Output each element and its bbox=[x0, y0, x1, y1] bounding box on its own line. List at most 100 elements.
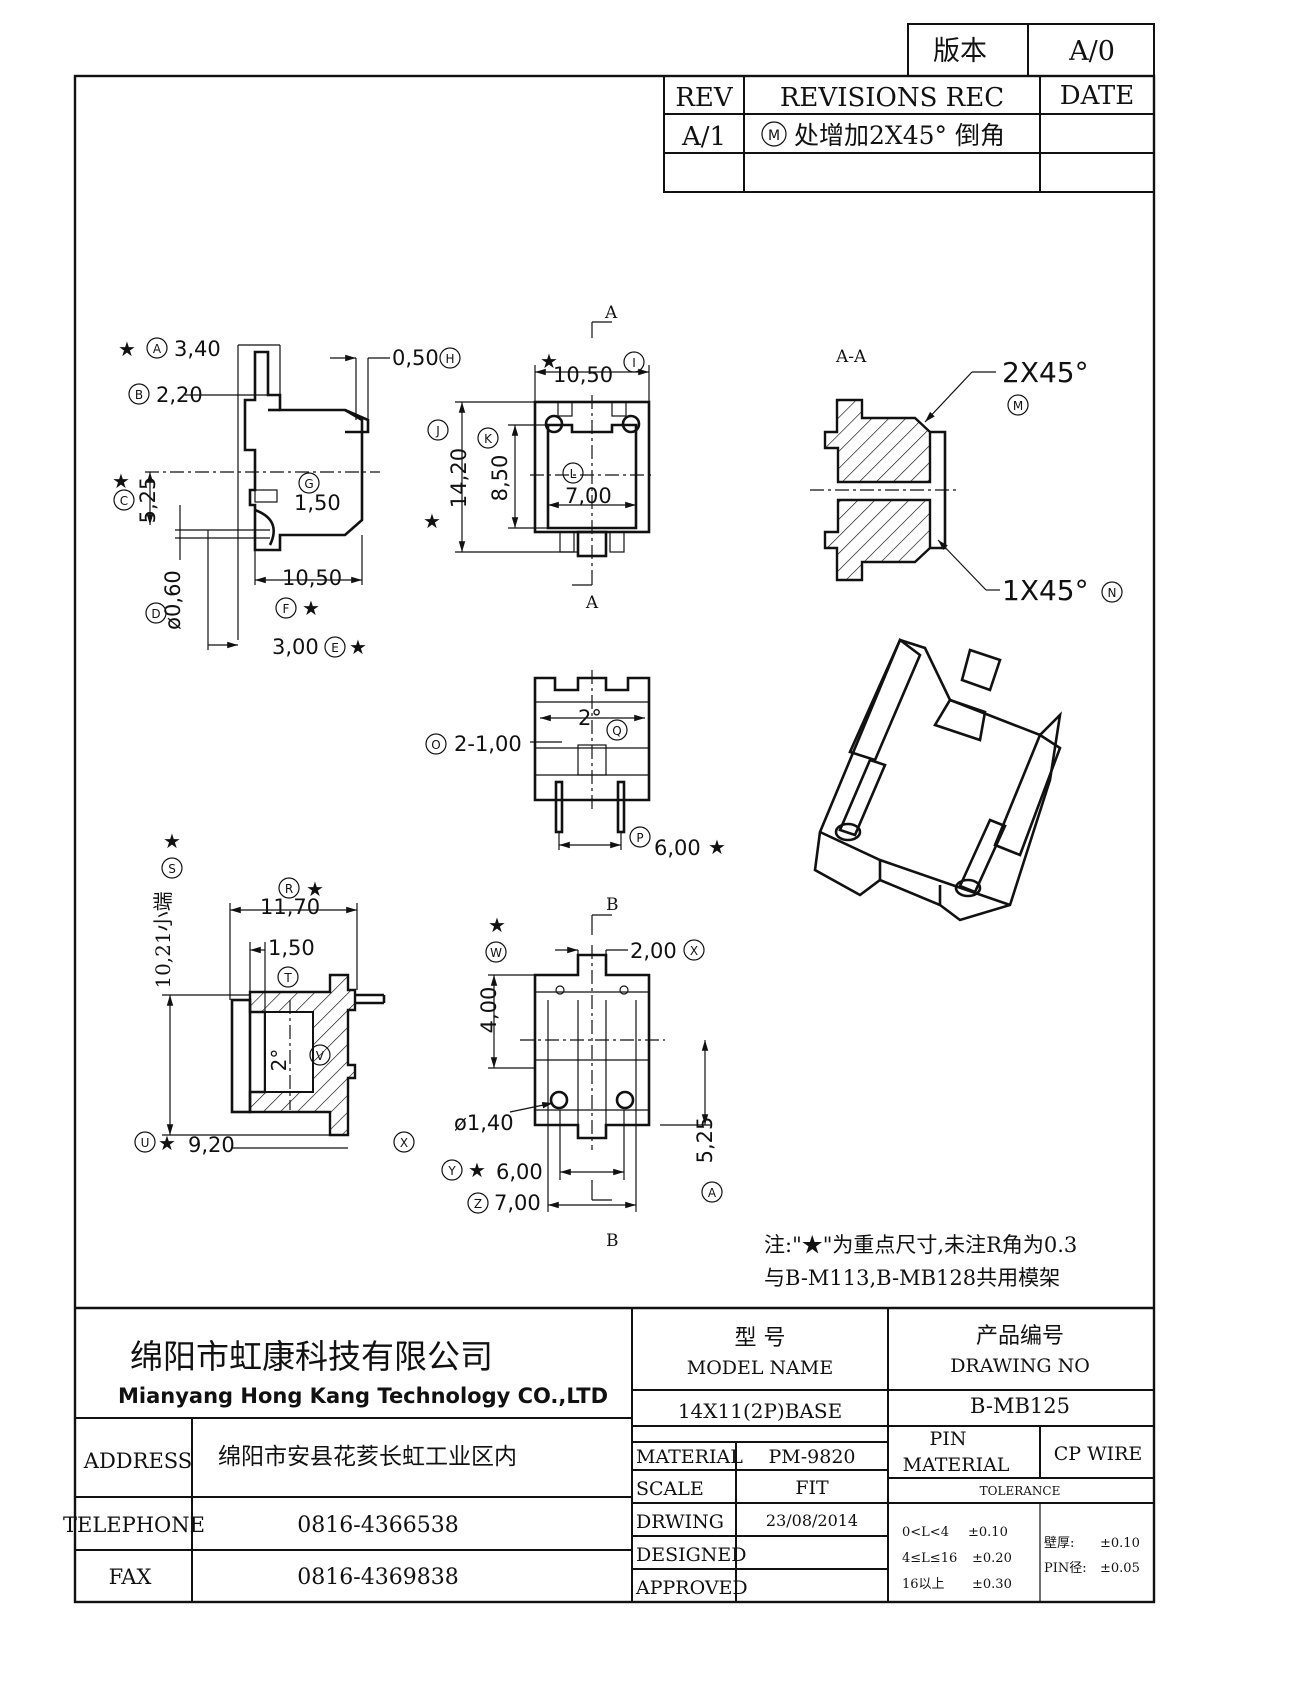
tol-range-2: 4≤L≤16 bbox=[902, 1551, 957, 1566]
dim-w-value: 4,00 bbox=[477, 987, 501, 1034]
material-label: MATERIAL bbox=[636, 1446, 743, 1468]
svg-text:B: B bbox=[135, 388, 143, 402]
address-value: 绵阳市安县花荄长虹工业区内 bbox=[218, 1444, 517, 1470]
svg-text:K: K bbox=[484, 432, 493, 446]
model-label-en: MODEL NAME bbox=[687, 1357, 833, 1379]
drwing-label: DRWING bbox=[636, 1511, 724, 1533]
dim-r-value: 11,70 bbox=[260, 895, 320, 919]
drawing-no-value: B-MB125 bbox=[970, 1394, 1070, 1418]
approved-label: APPROVED bbox=[635, 1577, 748, 1599]
svg-text:★: ★ bbox=[349, 635, 367, 659]
svg-text:Z: Z bbox=[474, 1197, 482, 1211]
rev-row-1-marker: M bbox=[768, 128, 780, 144]
top-view-b: B B ★ W 4,00 2,00 X ø1,40 Y ★ 6,00 Z 7,0… bbox=[441, 895, 723, 1251]
dim-i-value: 10,50 bbox=[553, 363, 613, 387]
model-label-cn: 型 号 bbox=[735, 1326, 786, 1351]
fax-label: FAX bbox=[109, 1565, 152, 1589]
rev-row-1-rec: 处增加2X45° 倒角 bbox=[794, 121, 1005, 150]
dim-l-value: 7,00 bbox=[565, 484, 612, 508]
svg-text:A: A bbox=[153, 342, 162, 356]
svg-text:★: ★ bbox=[488, 913, 506, 937]
bottom-view: O 2-1,00 2° Q P 6,00 ★ bbox=[425, 670, 726, 860]
dim-t-value: 1,50 bbox=[268, 936, 315, 960]
dim-phi14-value: ø1,40 bbox=[454, 1111, 514, 1135]
svg-text:I: I bbox=[632, 356, 636, 370]
svg-text:G: G bbox=[304, 477, 313, 491]
dim-f-value: 10,50 bbox=[282, 566, 342, 590]
svg-text:D: D bbox=[151, 607, 160, 621]
dim-d-value: ø0,60 bbox=[161, 570, 185, 630]
svg-text:★: ★ bbox=[708, 835, 726, 859]
svg-text:H: H bbox=[445, 352, 454, 366]
svg-text:O: O bbox=[431, 738, 440, 752]
note-line-2: 与B-M113,B-MB128共用模架 bbox=[764, 1266, 1060, 1290]
svg-text:Y: Y bbox=[447, 1164, 456, 1178]
dim-p-value: 6,00 bbox=[654, 836, 701, 860]
dim-u-value: 9,20 bbox=[188, 1133, 235, 1157]
svg-text:B: B bbox=[606, 1231, 619, 1251]
svg-text:L: L bbox=[570, 467, 577, 481]
svg-text:U: U bbox=[141, 1136, 150, 1150]
svg-text:S: S bbox=[168, 862, 176, 876]
dim-x-value: 2,00 bbox=[630, 939, 677, 963]
telephone-label: TELEPHONE bbox=[63, 1513, 205, 1537]
wall-label: 壁厚: bbox=[1044, 1536, 1074, 1551]
rev-row-1-rev: A/1 bbox=[681, 122, 726, 152]
dim-o-value: 2-1,00 bbox=[454, 732, 522, 756]
company-name-en: Mianyang Hong Kang Technology CO.,LTD bbox=[118, 1384, 608, 1408]
svg-text:A: A bbox=[708, 1186, 717, 1200]
svg-text:W: W bbox=[490, 946, 502, 960]
dim-side-1-50: 1,50 bbox=[294, 491, 341, 515]
revision-table: REV REVISIONS REC DATE A/1 M 处增加2X45° 倒角 bbox=[663, 75, 1155, 193]
designed-label: DESIGNED bbox=[636, 1544, 747, 1566]
svg-text:J: J bbox=[435, 424, 440, 438]
section-aa: A-A 2X45° M 1X45° N bbox=[810, 347, 1123, 607]
svg-text:P: P bbox=[636, 831, 643, 845]
svg-text:Q: Q bbox=[612, 724, 621, 738]
pin-value: CP WIRE bbox=[1054, 1443, 1143, 1465]
marker-circle-icon bbox=[761, 121, 787, 147]
address-label: ADDRESS bbox=[83, 1449, 192, 1473]
sheet-border bbox=[73, 74, 1156, 1604]
svg-text:X: X bbox=[690, 944, 698, 958]
version-label: 版本 bbox=[933, 36, 987, 67]
company-name-cn: 绵阳市虹康科技有限公司 bbox=[130, 1337, 493, 1376]
section-view-b: ★ S 10,21小端 R ★ 11,70 1,50 T 2° V U ★ 9,… bbox=[134, 829, 415, 1157]
svg-text:V: V bbox=[316, 1049, 325, 1063]
revisions-rec-header: REVISIONS REC bbox=[780, 83, 1004, 113]
pin-material-label: MATERIAL bbox=[903, 1454, 1010, 1476]
svg-text:M: M bbox=[1013, 399, 1023, 413]
tol-value-1: ±0.10 bbox=[968, 1525, 1008, 1540]
scale-label: SCALE bbox=[636, 1478, 704, 1500]
svg-text:A: A bbox=[585, 593, 599, 613]
svg-text:N: N bbox=[1108, 586, 1117, 600]
drawing-no-label-en: DRAWING NO bbox=[950, 1355, 1090, 1377]
svg-text:C: C bbox=[120, 494, 128, 508]
tol-range-1: 0<L<4 bbox=[902, 1525, 949, 1540]
drawing-no-label-cn: 产品编号 bbox=[976, 1324, 1064, 1349]
tolerance-label: TOLERANCE bbox=[980, 1484, 1061, 1498]
version-value: A/0 bbox=[1068, 36, 1115, 67]
front-view: A A ★ 10,50 I J 14,20 ★ K 8,50 L 7,00 bbox=[423, 303, 655, 613]
svg-text:★: ★ bbox=[302, 596, 320, 620]
svg-text:R: R bbox=[285, 882, 293, 896]
dim-q-value: 2° bbox=[578, 706, 602, 730]
svg-text:★: ★ bbox=[158, 1131, 176, 1155]
dim-e-value: 3,00 bbox=[272, 635, 319, 659]
pin-dia-label: PIN径: bbox=[1044, 1561, 1087, 1576]
isometric-view bbox=[813, 637, 1062, 922]
svg-text:X: X bbox=[400, 1136, 408, 1150]
svg-text:★: ★ bbox=[118, 337, 136, 361]
chamfer-top-value: 2X45° bbox=[1002, 356, 1089, 389]
fax-value: 0816-4369838 bbox=[297, 1565, 458, 1590]
version-box: 版本 A/0 bbox=[907, 23, 1155, 77]
pin-dia-value: ±0.05 bbox=[1100, 1561, 1140, 1576]
tol-value-3: ±0.30 bbox=[972, 1577, 1012, 1592]
dim-b525-value: 5,25 bbox=[693, 1117, 717, 1164]
tol-value-2: ±0.20 bbox=[972, 1551, 1012, 1566]
tol-range-3: 16以上 bbox=[902, 1577, 945, 1592]
rev-header: REV bbox=[675, 83, 734, 113]
dim-b-value: 2,20 bbox=[156, 383, 203, 407]
section-aa-title: A-A bbox=[835, 347, 867, 367]
